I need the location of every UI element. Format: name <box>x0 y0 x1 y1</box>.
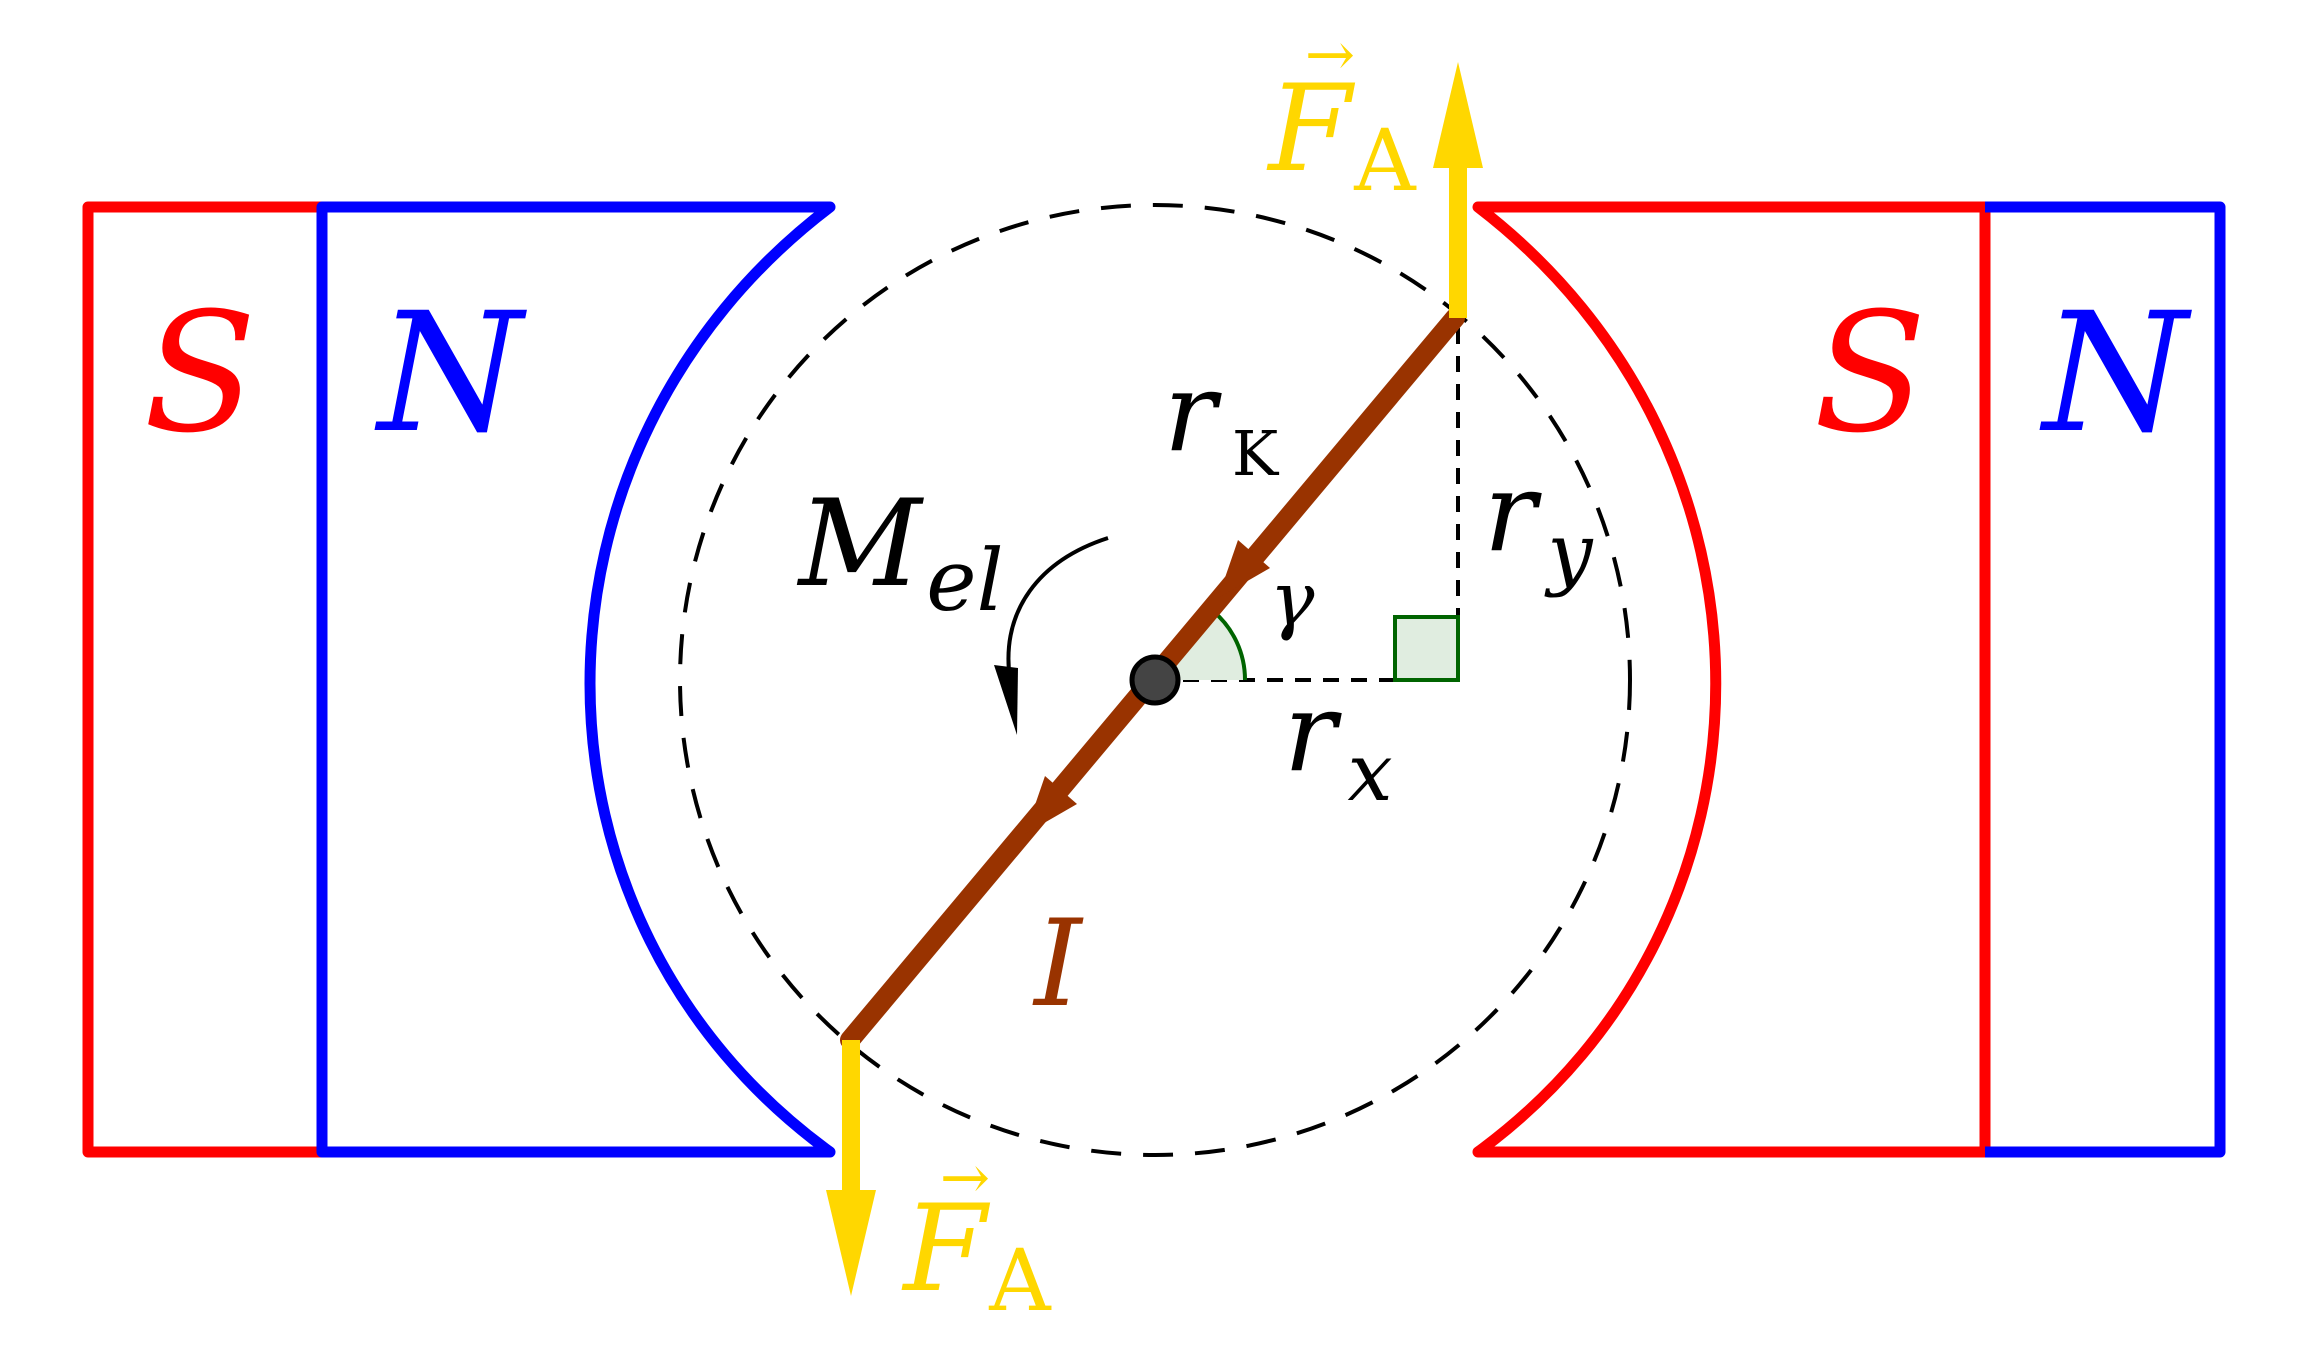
force-top-label: → F A <box>1266 20 1417 211</box>
left-magnet: S N <box>82 201 836 1158</box>
gamma-angle-arc <box>1211 609 1248 681</box>
right-magnet-north-label: N <box>2039 277 2193 469</box>
left-magnet-north-pole <box>316 201 836 1158</box>
right-magnet: S N <box>1472 201 2226 1158</box>
ry-label: r y <box>1484 448 1595 599</box>
left-magnet-north-label: N <box>374 277 528 469</box>
torque-arrowhead <box>994 665 1018 735</box>
ry-label-subscript: y <box>1544 506 1594 599</box>
torque-label-main: M <box>797 475 925 614</box>
rx-label-subscript: x <box>1347 726 1392 819</box>
right-magnet-south-pole <box>1472 201 1991 1158</box>
left-magnet-south-label: S <box>143 277 256 469</box>
force-top-subscript: A <box>1353 112 1417 211</box>
rotation-path-circle <box>678 203 1632 1157</box>
force-bottom-main: F <box>901 1180 990 1319</box>
current-arrow-lower-head <box>1025 776 1077 834</box>
conductor-current-label: I <box>1032 895 1084 1034</box>
force-arrow-bottom <box>826 1040 876 1296</box>
rx-label: r x <box>1284 668 1393 819</box>
right-angle-mark <box>1393 615 1460 682</box>
force-top-vector-arrow: → <box>1305 20 1355 90</box>
force-arrow-top <box>1433 62 1483 318</box>
ry-label-main: r <box>1484 448 1543 576</box>
radius-label-subscript: K <box>1232 417 1280 490</box>
right-magnet-south-label: S <box>1813 277 1926 469</box>
gamma-angle-label: γ <box>1270 555 1315 643</box>
torque-label: M el <box>797 475 1004 631</box>
rx-label-main: r <box>1284 668 1343 796</box>
force-bottom-label: → F A <box>901 1143 1052 1331</box>
torque-rotation-arrow <box>1006 536 1109 681</box>
current-arrow-upper-head <box>1218 540 1270 598</box>
force-top-main: F <box>1266 60 1355 199</box>
radius-label: r K <box>1164 348 1280 490</box>
force-bottom-vector-arrow: → <box>940 1143 990 1213</box>
pivot-point <box>1129 654 1181 706</box>
radius-label-main: r <box>1164 348 1223 476</box>
right-magnet-north-pole <box>1985 201 2226 1158</box>
force-bottom-subscript: A <box>988 1232 1052 1331</box>
torque-label-subscript: el <box>926 532 1004 631</box>
